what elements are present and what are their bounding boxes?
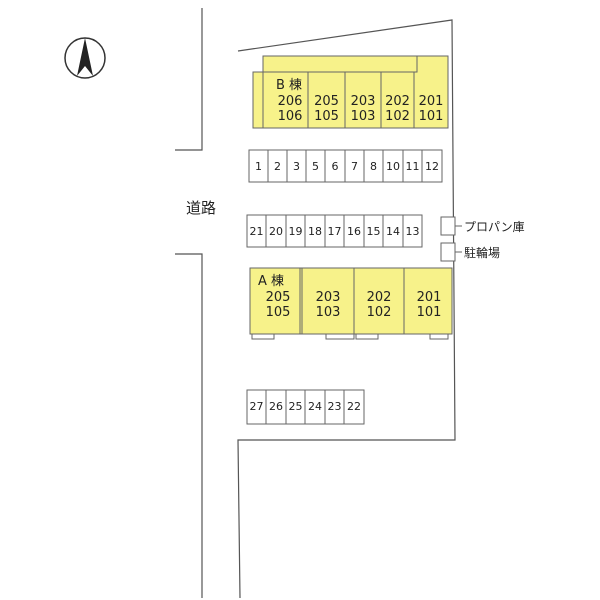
bicycle-parking-label: 駐輪場 <box>464 246 501 260</box>
parking-space: 5 <box>312 160 319 173</box>
parking-space: 22 <box>347 400 361 413</box>
parking-space: 26 <box>269 400 283 413</box>
parking-space: 20 <box>269 225 283 238</box>
parking-space: 25 <box>288 400 303 413</box>
parking-space: 11 <box>405 160 420 173</box>
parking-space: 23 <box>327 400 342 413</box>
building-a-name: A 棟 <box>258 274 285 289</box>
building-b <box>252 55 449 129</box>
parking-space: 21 <box>249 225 264 238</box>
building-b-name: B 棟 <box>276 78 303 93</box>
parking-space: 24 <box>308 400 322 413</box>
parking-space: 16 <box>347 225 361 238</box>
parking-row-2 <box>246 214 423 248</box>
parking-space: 18 <box>308 225 322 238</box>
propane-shed <box>440 216 456 236</box>
parking-space: 17 <box>327 225 342 238</box>
parking-space: 10 <box>386 160 400 173</box>
parking-space: 3 <box>293 160 300 173</box>
parking-row-3 <box>246 389 365 425</box>
parking-space: 19 <box>288 225 303 238</box>
propane-shed-label: プロパン庫 <box>464 220 525 234</box>
parking-space: 7 <box>351 160 358 173</box>
parking-space: 1 <box>255 160 262 173</box>
parking-space: 14 <box>386 225 400 238</box>
road-edge-lower <box>175 253 203 598</box>
parking-space: 12 <box>425 160 439 173</box>
parking-space: 13 <box>405 225 420 238</box>
building-a <box>249 267 453 340</box>
road-edge-left <box>175 8 203 151</box>
site-boundary <box>237 19 456 599</box>
north-arrow-icon <box>64 37 106 79</box>
bicycle-parking <box>440 242 456 262</box>
road-label: 道路 <box>186 199 217 217</box>
parking-space: 15 <box>366 225 381 238</box>
parking-space: 6 <box>331 160 339 173</box>
parking-space: 8 <box>370 160 377 173</box>
parking-space: 2 <box>274 160 281 173</box>
parking-row-1 <box>248 149 443 183</box>
parking-space: 27 <box>249 400 264 413</box>
